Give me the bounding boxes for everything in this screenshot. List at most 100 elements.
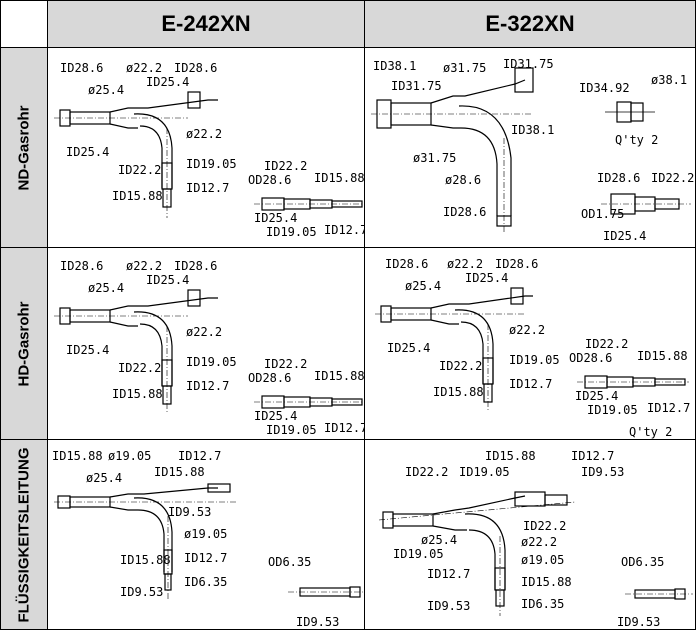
dim-label: ø38.1 [651,73,687,87]
dim-label: ø22.2 [521,535,557,549]
dim-label: OD28.6 [248,371,291,385]
row-label-fl: FLÜSSIGKEITSLEITUNG [15,446,33,623]
dim-label: ID22.2 [264,159,307,173]
dim-label: ID19.05 [393,547,444,561]
dim-label: ID38.1 [373,59,416,73]
dim-label: ID19.05 [459,465,510,479]
dim-label: ID38.1 [511,123,554,137]
dim-label: ID12.7 [571,449,614,463]
dim-label: ID31.75 [391,79,442,93]
dim-label: ID19.05 [186,355,237,369]
row-header-hd-gasrohr: HD-Gasrohr [0,247,48,440]
dim-label: ID22.2 [405,465,448,479]
row-label-hd: HD-Gasrohr [15,300,33,387]
pipe-drawing-hd-e322xn: ID28.6 ø22.2 ID28.6 ID25.4 ø25.4 ID25.4 … [375,257,690,439]
dim-label: ID9.53 [617,615,660,629]
dim-label: OD28.6 [569,351,612,365]
dim-label: OD1.75 [581,207,624,221]
dim-label: ID15.88 [120,553,171,567]
dim-label: ID25.4 [146,75,189,89]
dim-label: ø22.2 [447,257,483,271]
dim-label: ID9.53 [581,465,624,479]
dim-label: ID6.35 [184,575,227,589]
dim-label: ID6.35 [521,597,564,611]
dim-label: ID25.4 [66,145,109,159]
dim-label: ID12.7 [324,223,366,237]
row-header-fluessigkeitsleitung: FLÜSSIGKEITSLEITUNG [0,439,48,630]
dim-label: ID15.88 [112,189,163,203]
dim-label: ø22.2 [509,323,545,337]
dim-label: ø25.4 [86,471,122,485]
dim-label: ID15.88 [314,171,365,185]
dim-label: ID15.88 [112,387,163,401]
dim-label: ID22.2 [585,337,628,351]
dim-label: ID34.92 [579,81,630,95]
dim-label: ID12.7 [427,567,470,581]
dim-label: ø22.2 [186,325,222,339]
cell-fl-e242xn: ID15.88 ø19.05 ID12.7 ø25.4 ID15.88 ID9.… [47,439,365,630]
dim-label: ø19.05 [521,553,564,567]
dim-label: ID22.2 [118,163,161,177]
dim-label: ø22.2 [126,61,162,75]
dim-label: ID25.4 [387,341,430,355]
dim-label: ID15.88 [433,385,484,399]
dim-label: ID12.7 [186,379,229,393]
dim-label: ID25.4 [254,409,297,423]
dim-label: ø31.75 [413,151,456,165]
pipe-drawing-hd-e242xn: ID28.6 ø22.2 ID28.6 ID25.4 ø25.4 ID25.4 … [54,259,366,437]
dim-label: ø31.75 [443,61,486,75]
pipe-drawing-fl-e242xn: ID15.88 ø19.05 ID12.7 ø25.4 ID15.88 ID9.… [52,449,364,629]
dim-label: ID9.53 [296,615,339,629]
dim-label: ID12.7 [186,181,229,195]
dim-label: ID25.4 [254,211,297,225]
dim-label: ID15.88 [521,575,572,589]
dim-label: ID28.6 [597,171,640,185]
dim-label: ø25.4 [421,533,457,547]
dim-label: OD6.35 [621,555,664,569]
dim-label: ID28.6 [60,61,103,75]
dim-label: ID19.05 [266,423,317,437]
dim-label: ID12.7 [184,551,227,565]
dim-label: ø22.2 [126,259,162,273]
dim-label: ø25.4 [88,281,124,295]
dim-label: ID12.7 [178,449,221,463]
dim-label: ID12.7 [509,377,552,391]
dim-label: ID9.53 [168,505,211,519]
dim-label: ID19.05 [186,157,237,171]
dim-label: ID15.88 [637,349,688,363]
dim-label: ID9.53 [120,585,163,599]
cell-hd-e322xn: ID28.6 ø22.2 ID28.6 ID25.4 ø25.4 ID25.4 … [364,247,696,440]
pipe-drawing-nd-e322xn: ID38.1 ø31.75 ID31.75 ID31.75 ID38.1 ø31… [371,57,694,243]
pipe-drawing-nd-e242xn: ID28.6 ø22.2 ID28.6 ID25.4 ø25.4 ID25.4 … [54,61,366,239]
dim-label: ø22.2 [186,127,222,141]
dim-label: ID15.88 [154,465,205,479]
cell-nd-e242xn: ID28.6 ø22.2 ID28.6 ID25.4 ø25.4 ID25.4 … [47,47,366,248]
dim-label: ID9.53 [427,599,470,613]
column-header-e322xn: E-322XN [364,0,696,48]
dim-label: ID28.6 [443,205,486,219]
dim-label: ID19.05 [587,403,638,417]
pipe-drawing-fl-e322xn: ID15.88 ID12.7 ID22.2 ID19.05 ID9.53 ID2… [378,449,693,629]
dim-label: ID25.4 [146,273,189,287]
dim-label: ID25.4 [465,271,508,285]
dim-label: ø25.4 [405,279,441,293]
dim-label: ID25.4 [575,389,618,403]
dim-label: ID22.2 [439,359,482,373]
dim-label: ID15.88 [485,449,536,463]
dim-label: ID12.7 [324,421,366,435]
dim-label: ID28.6 [174,259,217,273]
dim-label: ø28.6 [445,173,481,187]
row-label-nd: ND-Gasrohr [15,104,33,191]
quantity-label: Q'ty 2 [615,133,658,147]
cell-nd-e322xn: ID38.1 ø31.75 ID31.75 ID31.75 ID38.1 ø31… [364,47,696,248]
dim-label: ID22.2 [118,361,161,375]
dim-label: ID25.4 [603,229,646,243]
row-header-nd-gasrohr: ND-Gasrohr [0,47,48,248]
dim-label: ø25.4 [88,83,124,97]
dim-label: ID22.2 [264,357,307,371]
dim-label: ID28.6 [495,257,538,271]
cell-fl-e322xn: ID15.88 ID12.7 ID22.2 ID19.05 ID9.53 ID2… [364,439,696,630]
dim-label: ID28.6 [60,259,103,273]
dim-label: ID15.88 [314,369,365,383]
